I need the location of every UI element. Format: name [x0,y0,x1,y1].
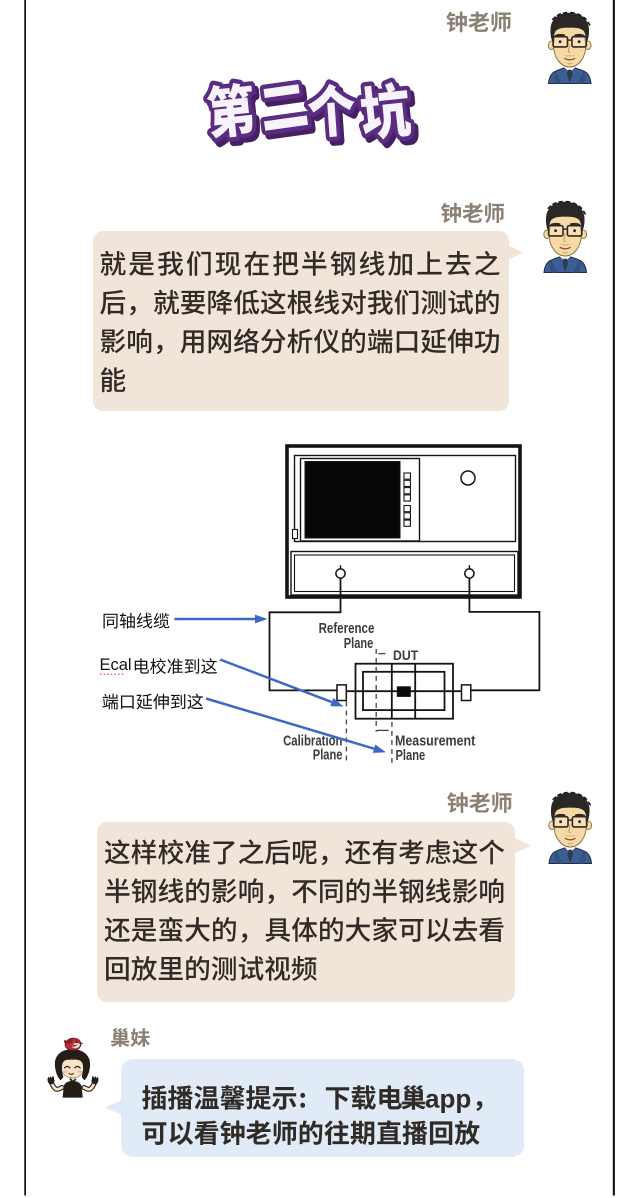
svg-text:Calibration: Calibration [283,732,342,749]
svg-text:Reference: Reference [319,620,375,637]
svg-text:Measurement: Measurement [395,732,475,749]
svg-text:Plane: Plane [344,635,374,652]
svg-text:Ecal: Ecal [100,656,132,674]
svg-text:app: app [425,1083,471,1113]
svg-text:Plane: Plane [396,747,426,764]
svg-text:DUT: DUT [393,648,419,663]
svg-text:Plane: Plane [313,746,343,763]
